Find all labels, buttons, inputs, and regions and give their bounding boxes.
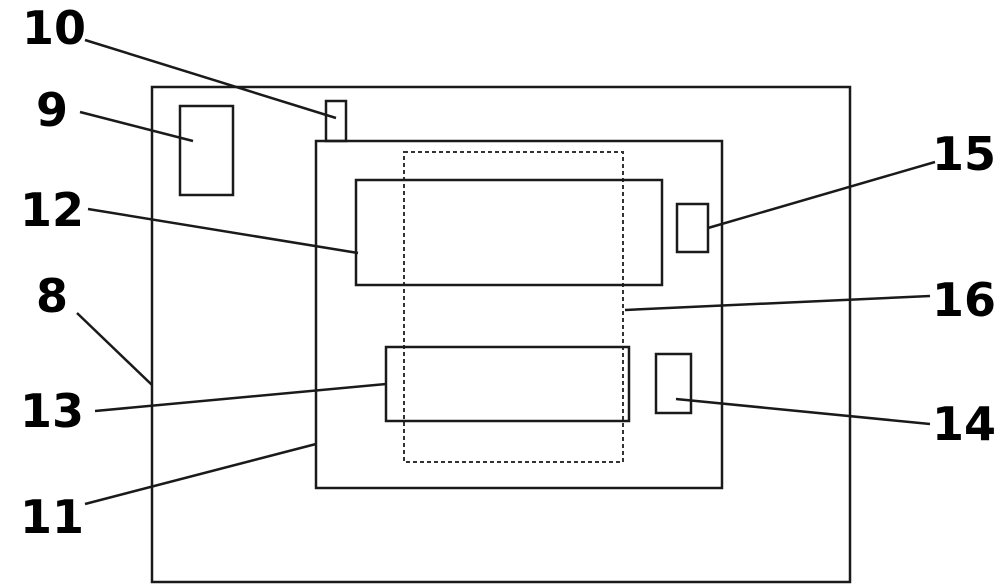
component-14 xyxy=(654,352,693,415)
ref-label-13: 13 xyxy=(20,384,84,438)
ref-label-8: 8 xyxy=(36,269,68,323)
component-9 xyxy=(178,104,235,197)
ref-label-16: 16 xyxy=(932,273,996,327)
ref-label-12: 12 xyxy=(20,183,84,237)
ref-label-11: 11 xyxy=(20,490,84,544)
component-10 xyxy=(324,99,348,143)
ref-label-15: 15 xyxy=(932,127,996,181)
lower-module-13 xyxy=(384,345,631,423)
leader-line-16 xyxy=(624,294,931,312)
dashed-region-16 xyxy=(403,151,624,463)
leader-line-10 xyxy=(84,38,337,120)
leader-line-14 xyxy=(675,397,931,426)
leader-line-13 xyxy=(94,382,387,413)
leader-line-8 xyxy=(76,312,153,386)
outer-housing-8 xyxy=(150,85,852,584)
leader-line-12 xyxy=(87,207,359,255)
ref-label-14: 14 xyxy=(932,397,996,451)
leader-line-15 xyxy=(707,160,936,230)
leader-line-9 xyxy=(79,110,194,143)
ref-label-10: 10 xyxy=(22,1,86,55)
inner-frame-11 xyxy=(314,139,724,490)
upper-module-12 xyxy=(354,178,664,287)
leader-line-11 xyxy=(84,442,317,506)
ref-label-9: 9 xyxy=(36,83,68,137)
component-15 xyxy=(675,202,710,254)
